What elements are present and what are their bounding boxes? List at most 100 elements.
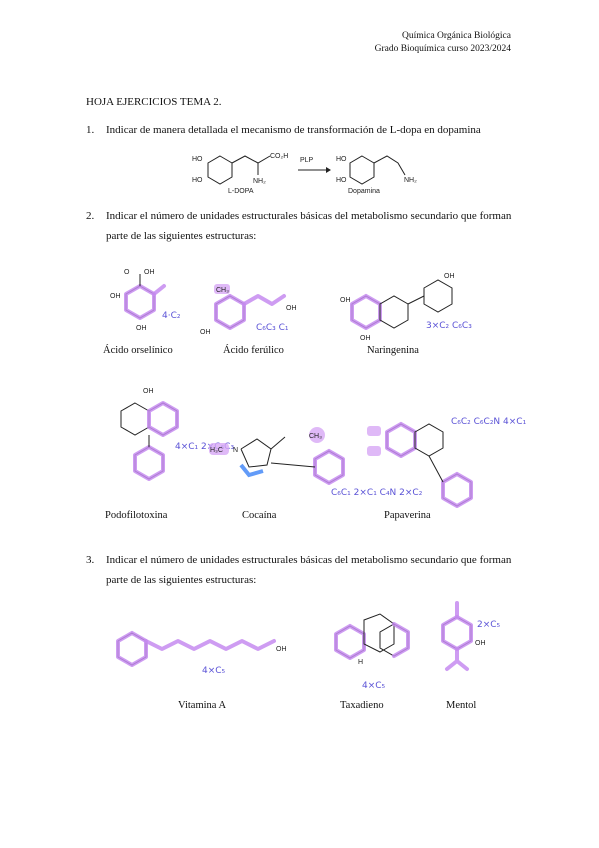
ldopa-chain bbox=[231, 155, 271, 164]
orsellinic-cooh-oh: OH bbox=[144, 269, 155, 276]
orsellinic-note: 4·C₂ bbox=[162, 311, 181, 321]
dopamine-ho-2: HO bbox=[336, 177, 347, 184]
compound-orsellinic: Ácido orselínico bbox=[103, 345, 173, 356]
papa-note: C₆C₂ C₆C₂N 4×C₁ bbox=[451, 417, 527, 427]
taxa-h: H bbox=[358, 659, 363, 666]
ldopa-nh2: NH₂ bbox=[253, 178, 266, 185]
compound-taxadiene: Taxadieno bbox=[340, 700, 384, 711]
vita-note: 4×C₅ bbox=[202, 666, 226, 676]
question-number: 1. bbox=[86, 124, 95, 136]
taxa-note: 4×C₅ bbox=[362, 681, 386, 691]
dopamine-ring bbox=[349, 155, 375, 185]
menthol-structure: OH 2×C₅ bbox=[441, 601, 501, 671]
compound-naringenin: Naringenina bbox=[367, 345, 419, 356]
plp-label: PLP bbox=[300, 157, 314, 164]
ferulic-chain-highlight bbox=[242, 294, 286, 306]
orsellinic-ho: OH bbox=[110, 293, 121, 300]
papa-highlight-1 bbox=[385, 422, 417, 458]
podo-note: 4×C₁ 2×C₆C₃ bbox=[175, 442, 234, 452]
orsellinic-oh: OH bbox=[136, 325, 147, 332]
ldopa-ho-2: HO bbox=[192, 177, 203, 184]
orsellinic-highlight bbox=[124, 284, 156, 320]
page-title: HOJA EJERCICIOS TEMA 2. bbox=[86, 96, 222, 108]
question-text: Indicar el número de unidades estructura… bbox=[106, 210, 512, 242]
ldopa-dopamine-scheme: HO HO CO₂H NH₂ L-DOPA PLP HO HO NH₂ Dopa… bbox=[192, 153, 417, 195]
cocaine-h3c: H₃C bbox=[210, 447, 223, 454]
podo-oh: OH bbox=[143, 388, 154, 395]
ferulic-ho: OH bbox=[200, 329, 211, 336]
reaction-arrowhead bbox=[326, 167, 331, 173]
course-year: Grado Bioquímica curso 2023/2024 bbox=[374, 44, 511, 54]
menthol-oh: OH bbox=[475, 640, 486, 647]
compound-podophyllotoxin: Podofilotoxina bbox=[105, 510, 168, 521]
orsellinic-methyl-highlight bbox=[152, 284, 166, 296]
papaverine-structure: C₆C₂ C₆C₂N 4×C₁ bbox=[367, 417, 527, 508]
question-1: 1. Indicar de manera detallada el mecani… bbox=[86, 120, 526, 140]
taxa-ring-b bbox=[363, 613, 395, 653]
naringenin-a-highlight bbox=[350, 294, 382, 330]
menthol-isopropyl-highlight bbox=[445, 647, 469, 671]
naringenin-b-ring bbox=[423, 279, 453, 313]
naringenin-note: 3×C₂ C₆C₃ bbox=[426, 321, 472, 331]
taxadiene-structure: H 4×C₅ bbox=[334, 613, 410, 691]
dopamine-label: Dopamina bbox=[348, 188, 380, 195]
question-number: 3. bbox=[86, 554, 95, 566]
question-text: Indicar el número de unidades estructura… bbox=[106, 554, 512, 586]
ldopa-ring bbox=[207, 155, 233, 185]
cocaine-n: N bbox=[233, 447, 238, 454]
menthol-highlight bbox=[441, 615, 473, 651]
papa-highlight-3 bbox=[441, 472, 473, 508]
naringenin-link bbox=[407, 295, 425, 305]
ferulic-ch3: CH₃ bbox=[216, 287, 229, 294]
cocaine-ester-bond bbox=[270, 436, 286, 450]
page-header: Química Orgánica Biológica Grado Bioquím… bbox=[375, 30, 511, 56]
dopamine-nh2: NH₂ bbox=[404, 177, 417, 184]
podo-highlight-2 bbox=[133, 445, 165, 481]
vita-chain-highlight bbox=[144, 639, 276, 651]
question-3: 3. Indicar el número de unidades estruct… bbox=[86, 550, 526, 590]
vita-oh: OH bbox=[276, 646, 287, 653]
naringenin-oh-2: OH bbox=[360, 335, 371, 342]
dopamine-ho-1: HO bbox=[336, 156, 347, 163]
question-2: 2. Indicar el número de unidades estruct… bbox=[86, 206, 526, 246]
question-text: Indicar de manera detallada el mecanismo… bbox=[106, 124, 481, 136]
cocaine-tropane bbox=[240, 438, 272, 468]
ferulic-methoxy-highlight bbox=[214, 284, 230, 294]
course-name: Química Orgánica Biológica bbox=[401, 31, 511, 41]
podophyllotoxin-structure: OH 4×C₁ 2×C₆C₃ bbox=[120, 388, 234, 481]
vitamin-a-structure: OH 4×C₅ bbox=[116, 631, 287, 676]
naringenin-c-ring bbox=[379, 295, 409, 329]
ferulic-acid-structure: CH₃ OH OH C₆C₃ C₁ bbox=[200, 284, 297, 336]
ferulic-highlight bbox=[214, 294, 246, 330]
ferulic-note: C₆C₃ C₁ bbox=[256, 323, 289, 333]
naringenin-oh: OH bbox=[444, 273, 455, 280]
ldopa-cooh: CO₂H bbox=[270, 153, 288, 160]
naringenin-structure: OH OH OH 3×C₂ C₆C₃ bbox=[340, 273, 472, 342]
dopamine-chain bbox=[373, 155, 406, 176]
cocaine-bridge-highlight bbox=[239, 463, 264, 478]
cocaine-benzoate-link bbox=[270, 462, 316, 468]
naringenin-ho: OH bbox=[340, 297, 351, 304]
papa-ring-2 bbox=[414, 423, 444, 457]
ldopa-label: L-DOPA bbox=[228, 188, 254, 195]
cocaine-benzene-highlight bbox=[313, 449, 345, 485]
compound-menthol: Mentol bbox=[446, 700, 477, 711]
question-number: 2. bbox=[86, 210, 95, 222]
cocaine-nme-highlight bbox=[209, 443, 229, 455]
compound-vitamin-a: Vitamina A bbox=[178, 700, 227, 711]
cocaine-note: C₆C₁ 2×C₁ C₄N 2×C₂ bbox=[331, 488, 423, 498]
podo-highlight-1 bbox=[147, 401, 179, 437]
ldopa-ho-1: HO bbox=[192, 156, 203, 163]
podo-ring-1 bbox=[120, 402, 150, 436]
taxa-highlight-c bbox=[392, 622, 410, 658]
compound-ferulic: Ácido ferúlico bbox=[223, 345, 284, 356]
vita-ring-highlight bbox=[116, 631, 148, 667]
papa-ome-2 bbox=[367, 446, 381, 456]
compound-papaverine: Papaverina bbox=[384, 510, 431, 521]
orsellinic-o: O bbox=[124, 269, 130, 276]
cocaine-structure: H₃C N CH₃ C₆C₁ 2×C₁ C₄N 2×C₂ bbox=[209, 427, 423, 498]
compound-cocaine: Cocaína bbox=[242, 510, 277, 521]
taxa-highlight-a bbox=[334, 624, 366, 660]
cocaine-ch3: CH₃ bbox=[309, 433, 322, 440]
cocaine-ome-highlight bbox=[309, 427, 325, 443]
